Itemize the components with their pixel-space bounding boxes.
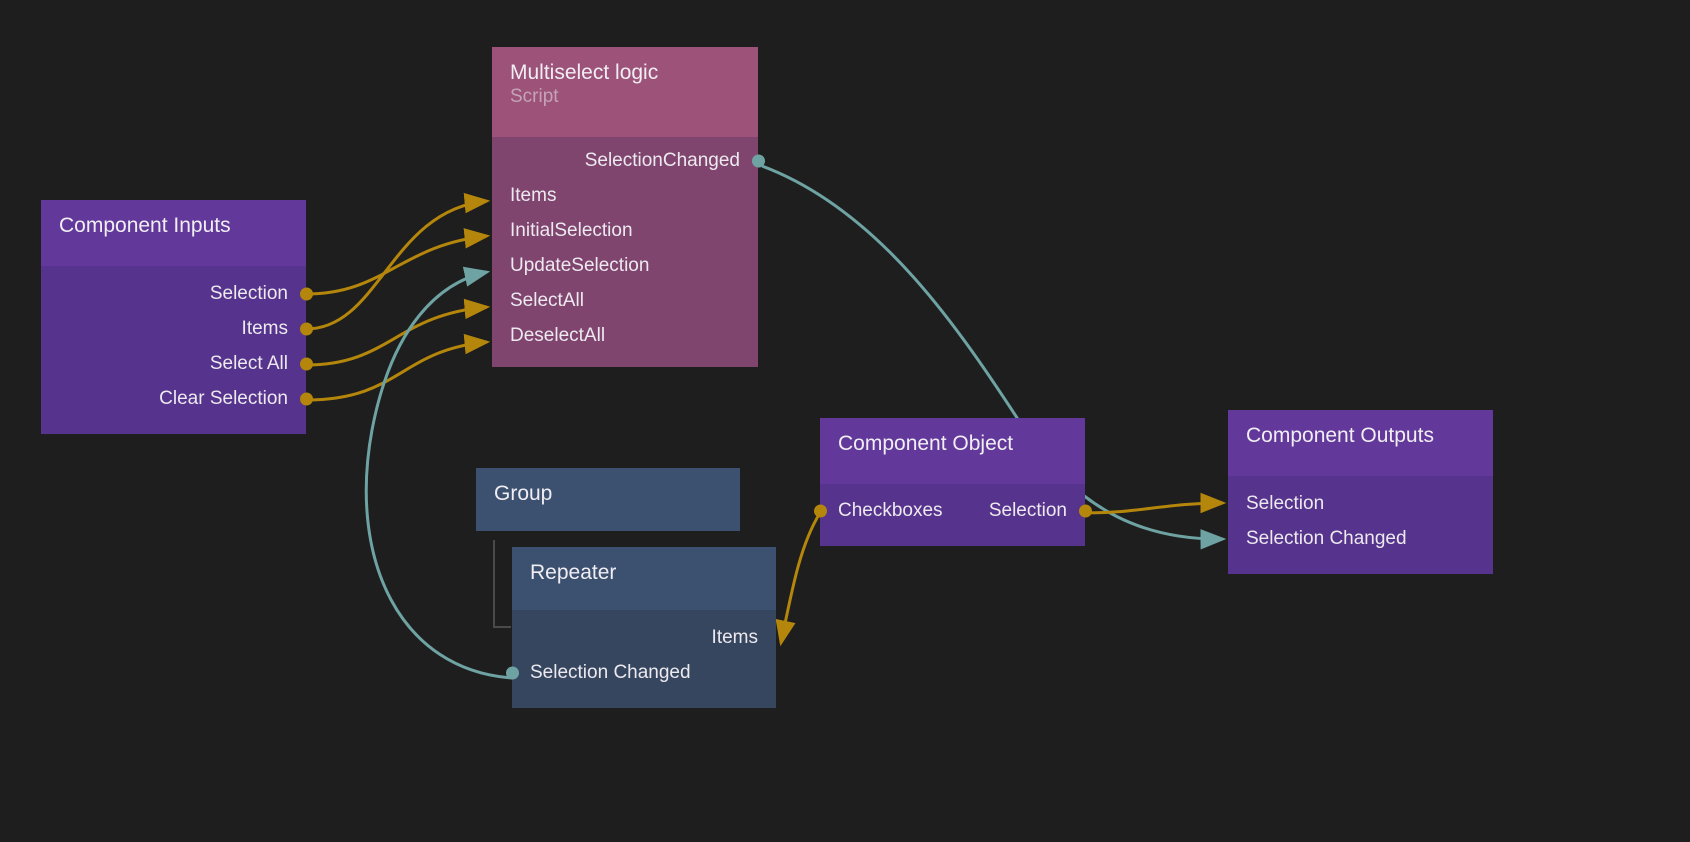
port-dot-signal-icon[interactable] [751,154,765,167]
port-selectall-input[interactable]: SelectAll [492,283,758,318]
port-updateselection-input[interactable]: UpdateSelection [492,248,758,283]
port-label: Select All [209,352,288,374]
port-items-input[interactable]: Items [492,178,758,213]
node-component-outputs[interactable]: Component Outputs Selection Selection Ch… [1228,410,1493,574]
node-body: Selection Items Select All Clear Selecti… [41,266,313,434]
node-repeater[interactable]: Repeater Items Selection Changed [505,547,776,708]
port-selection-output[interactable]: Selection [41,276,313,311]
node-title: Component Inputs [59,214,231,237]
port-dot-data-icon[interactable] [299,392,313,405]
port-selection-changed-input[interactable]: Selection Changed [1228,521,1493,556]
port-dot-data-icon[interactable] [299,357,313,370]
port-row-checkboxes-selection[interactable]: Checkboxes Selection [813,493,1092,528]
node-multiselect-logic[interactable]: Multiselect logic Script SelectionChange… [492,47,765,367]
node-title: Repeater [530,561,617,584]
node-title: Component Object [838,432,1014,455]
port-label: UpdateSelection [510,254,650,276]
port-select-all-output[interactable]: Select All [41,346,313,381]
group-indent-bracket [493,540,511,628]
port-dot-data-icon[interactable] [299,322,313,335]
node-body: Selection Selection Changed [1228,476,1493,574]
port-label: Selection Changed [530,661,691,683]
node-title: Component Outputs [1246,424,1434,447]
node-component-object[interactable]: Component Object Checkboxes Selection [813,418,1092,546]
port-label: Clear Selection [159,387,288,409]
port-deselectall-input[interactable]: DeselectAll [492,318,758,353]
port-label-checkboxes: Checkboxes [838,499,943,521]
port-clear-selection-output[interactable]: Clear Selection [41,381,313,416]
port-selection-changed-output[interactable]: Selection Changed [505,655,776,690]
node-title: Multiselect logic [510,61,659,84]
node-body: Checkboxes Selection [813,484,1092,546]
node-header[interactable]: Repeater [512,547,776,610]
edge-object-selection-to-outputs-selection [1085,492,1227,515]
port-label: Selection Changed [1246,527,1407,549]
port-dot-data-icon[interactable] [813,504,827,517]
node-header[interactable]: Group [476,468,740,531]
port-selectionchanged-output[interactable]: SelectionChanged [492,143,765,178]
port-label: Selection [1246,492,1325,514]
node-header[interactable]: Component Outputs [1228,410,1493,476]
node-header[interactable]: Multiselect logic Script [492,47,758,137]
port-label: SelectAll [510,289,584,311]
port-label: InitialSelection [510,219,633,241]
port-items-output[interactable]: Items [41,311,313,346]
port-label: Selection [209,282,288,304]
port-label: Items [711,626,758,648]
edge-inputs-selectall-to-multiselect-selectall [305,298,491,367]
port-label: DeselectAll [510,324,606,346]
node-header[interactable]: Component Object [820,418,1085,484]
port-dot-data-icon[interactable] [299,287,313,300]
port-dot-signal-icon[interactable] [505,666,519,679]
port-label: Items [241,317,288,339]
edge-repeater-items-to-object-checkboxes [775,512,822,647]
port-initialselection-input[interactable]: InitialSelection [492,213,758,248]
port-label: SelectionChanged [584,149,740,171]
node-header[interactable]: Component Inputs [41,200,306,266]
edge-inputs-selection-to-multiselect-initialselection [305,228,491,296]
node-title: Group [494,482,553,505]
port-label: Items [510,184,557,206]
port-selection-input[interactable]: Selection [1228,486,1493,521]
port-dot-data-icon[interactable] [1078,504,1092,517]
node-body: Items Selection Changed [505,610,776,708]
edge-inputs-items-to-multiselect-items [305,192,491,331]
node-subtitle: Script [510,86,559,108]
node-component-inputs[interactable]: Component Inputs Selection Items Select … [41,200,313,434]
node-group[interactable]: Group [476,468,740,531]
port-items-output[interactable]: Items [512,620,776,655]
node-body: SelectionChanged Items InitialSelection … [492,137,765,367]
edge-inputs-clearselection-to-multiselect-deselectall [305,333,491,402]
port-label-selection: Selection [988,499,1067,521]
